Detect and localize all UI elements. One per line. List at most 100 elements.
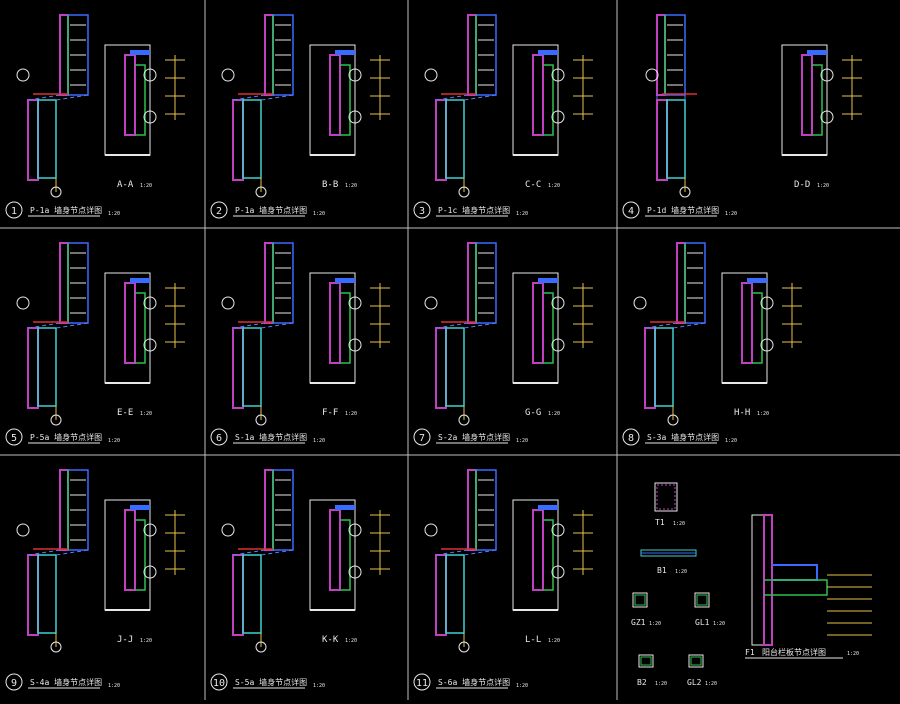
detail-title: P-1c 墙身节点详图 [438,205,510,215]
detail-scale: 1:20 [516,211,528,217]
parapet-hatch [59,14,69,96]
section-label: L-L [525,635,541,645]
detail-number-bubble [210,428,228,446]
detail-number-bubble [5,673,23,691]
detail-number-bubble [210,201,228,219]
parapet-hatch [656,14,666,96]
detail-number-bubble [5,428,23,446]
detail-scale: 1:20 [313,438,325,444]
parapet-hatch [264,469,274,551]
section-scale: 1:20 [345,638,357,644]
section-label: E-E [117,408,133,418]
detail-scale: 1:20 [108,211,120,217]
section-scale: 1:20 [345,183,357,189]
section-scale: 1:20 [140,411,152,417]
detail-title: P-1a 墙身节点详图 [235,205,307,215]
gl1-scale: 1:20 [713,621,725,627]
detail-number: 3 [419,206,425,217]
b2-scale: 1:20 [655,681,667,687]
detail-number-bubble [5,201,23,219]
detail-title: P-1a 墙身节点详图 [30,205,102,215]
detail-scale: 1:20 [313,211,325,217]
section-label: C-C [525,180,541,190]
detail-scale: 1:20 [108,438,120,444]
f1-title: 阳台栏板节点详图 [762,647,826,657]
gl1-label: GL1 [695,618,710,627]
detail-number: 1 [11,206,17,217]
t1-label: T1 [655,518,665,527]
parapet-hatch [59,469,69,551]
section-scale: 1:20 [140,183,152,189]
parapet-hatch [676,242,686,324]
detail-title: S-5a 墙身节点详图 [235,677,307,687]
detail-cell-10: K-K 1:20 10 S-5a 墙身节点详图 1:20 [210,469,390,691]
section-label: K-K [322,635,339,645]
b1-label: B1 [657,566,667,575]
section-label: F-F [322,408,338,418]
detail-cell-5: E-E 1:20 5 P-5a 墙身节点详图 1:20 [5,242,185,446]
b2-label: B2 [637,678,647,687]
detail-number: 2 [216,206,222,217]
gl2-scale: 1:20 [705,681,717,687]
detail-cell-6: F-F 1:20 6 S-1a 墙身节点详图 1:20 [210,242,390,446]
detail-number-bubble [210,673,228,691]
detail-title: S-6a 墙身节点详图 [438,677,510,687]
detail-cell-8: H-H 1:20 8 S-3a 墙身节点详图 1:20 [622,242,802,446]
detail-title: S-2a 墙身节点详图 [438,432,510,442]
detail-title: S-4a 墙身节点详图 [30,677,102,687]
detail-number: 5 [11,433,17,444]
gl2-label: GL2 [687,678,702,687]
section-label: H-H [734,408,750,418]
detail-number: 8 [628,433,634,444]
detail-scale: 1:20 [108,683,120,689]
detail-number-bubble [413,673,431,691]
detail-number: 10 [213,678,225,689]
section-scale: 1:20 [345,411,357,417]
detail-number-bubble [413,428,431,446]
detail-number-bubble [622,428,640,446]
detail-number: 11 [416,678,428,689]
detail-scale: 1:20 [725,438,737,444]
section-label: J-J [117,635,133,645]
parapet-hatch [467,469,477,551]
gz1-scale: 1:20 [649,621,661,627]
parapet-hatch [264,14,274,96]
detail-number-bubble [622,201,640,219]
section-label: A-A [117,180,134,190]
detail-cell-11: L-L 1:20 11 S-6a 墙身节点详图 1:20 [413,469,593,691]
section-scale: 1:20 [757,411,769,417]
detail-number: 6 [216,433,222,444]
detail-number: 9 [11,678,17,689]
section-label: G-G [525,408,541,418]
detail-number: 7 [419,433,425,444]
detail-scale: 1:20 [725,211,737,217]
detail-scale: 1:20 [516,683,528,689]
detail-scale: 1:20 [516,438,528,444]
detail-number: 4 [628,206,634,217]
detail-scale: 1:20 [313,683,325,689]
parapet-hatch [59,242,69,324]
section-label: D-D [794,180,810,190]
section-scale: 1:20 [548,638,560,644]
parapet-hatch [467,14,477,96]
f1-scale: 1:20 [847,651,859,657]
detail-cell-1: A-A 1:20 1 P-1a 墙身节点详图 1:20 [5,14,185,219]
gz1-label: GZ1 [631,618,646,627]
f1-label: F1 [745,648,755,657]
section-scale: 1:20 [548,411,560,417]
section-label: B-B [322,180,338,190]
detail-title: S-1a 墙身节点详图 [235,432,307,442]
detail-cell-7: G-G 1:20 7 S-2a 墙身节点详图 1:20 [413,242,593,446]
parapet-hatch [467,242,477,324]
detail-cell-9: J-J 1:20 9 S-4a 墙身节点详图 1:20 [5,469,185,691]
b1-scale: 1:20 [675,569,687,575]
detail-title: S-3a 墙身节点详图 [647,432,719,442]
detail-cell-2: B-B 1:20 2 P-1a 墙身节点详图 1:20 [210,14,390,219]
section-scale: 1:20 [140,638,152,644]
detail-title: P-5a 墙身节点详图 [30,432,102,442]
